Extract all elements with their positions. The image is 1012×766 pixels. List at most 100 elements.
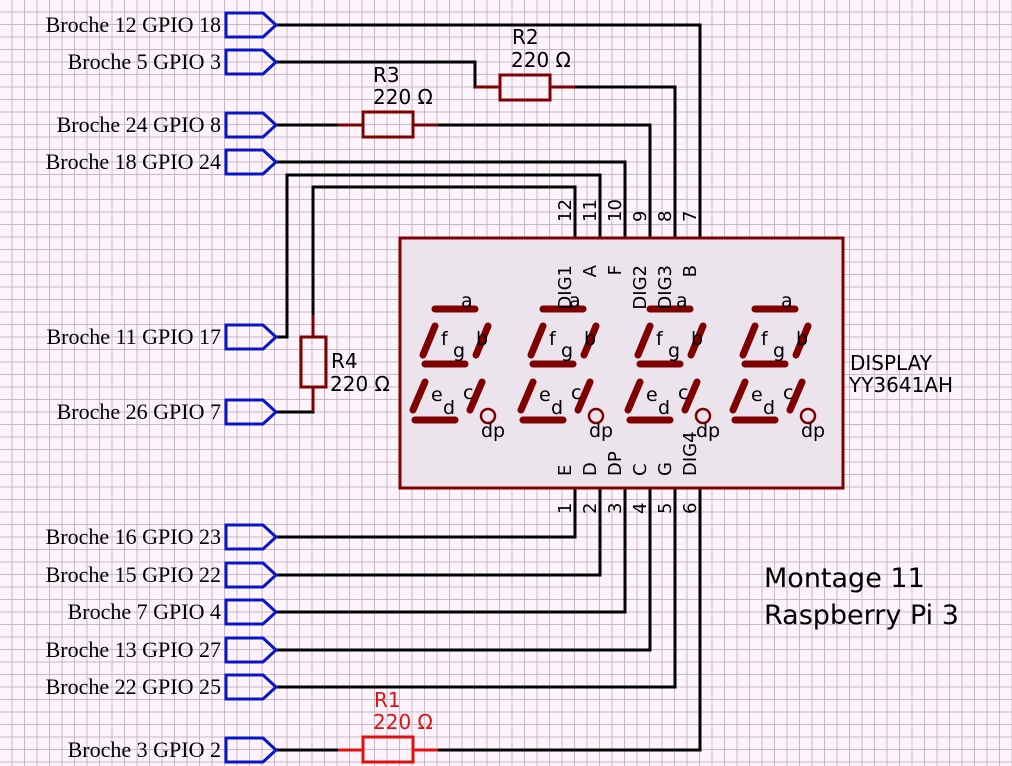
wire-gpio23-pin1 bbox=[276, 488, 577, 539]
wire-r4-pin12 bbox=[311, 185, 577, 336]
top-pin-number: 7 bbox=[680, 211, 701, 222]
gpio-ports: Broche 12 GPIO 18 Broche 5 GPIO 3 Broche 2… bbox=[46, 11, 279, 764]
top-pin-number: 11 bbox=[580, 199, 601, 222]
port-label: Broche 5 GPIO 3 bbox=[68, 49, 221, 74]
top-pin-name: DIG1 bbox=[555, 265, 576, 310]
segment-label-d: d bbox=[551, 397, 563, 419]
segment-c bbox=[786, 378, 806, 414]
segment-label-d: d bbox=[658, 397, 670, 419]
resistor-r3[interactable] bbox=[338, 110, 438, 139]
title-line-2: Raspberry Pi 3 bbox=[764, 600, 959, 631]
segment-e bbox=[409, 378, 429, 414]
segment-label-c: c bbox=[678, 382, 688, 404]
wire-gpio24-pin10 bbox=[276, 160, 627, 238]
segment-label-b: b bbox=[584, 328, 596, 350]
port-connector-icon bbox=[224, 111, 279, 139]
segment-f bbox=[527, 322, 547, 359]
segment-label-a: a bbox=[569, 290, 581, 312]
segment-label-a: a bbox=[781, 290, 793, 312]
bottom-pin-name: G bbox=[655, 462, 676, 476]
port-connector-icon bbox=[224, 598, 279, 626]
gpio-port-p1[interactable]: Broche 12 GPIO 18 bbox=[46, 11, 279, 39]
bottom-pin-number: 3 bbox=[605, 503, 626, 514]
port-connector-icon bbox=[224, 736, 279, 764]
segment-label-dp: dp bbox=[696, 420, 720, 442]
segment-f bbox=[419, 322, 439, 359]
gpio-port-p9[interactable]: Broche 7 GPIO 4 bbox=[68, 598, 279, 626]
segment-label-f: f bbox=[761, 328, 769, 350]
segment-label-a: a bbox=[461, 290, 473, 312]
wire-r3-pin9 bbox=[436, 123, 652, 238]
segment-f bbox=[634, 322, 654, 359]
segment-b bbox=[472, 322, 492, 359]
segment-label-e: e bbox=[431, 384, 443, 406]
segment-label-e: e bbox=[751, 384, 763, 406]
wire-gpio18-pin7 bbox=[276, 23, 702, 238]
gpio-port-p7[interactable]: Broche 16 GPIO 23 bbox=[46, 523, 279, 551]
gpio-port-p3[interactable]: Broche 24 GPIO 8 bbox=[57, 111, 279, 139]
resistor-r2[interactable] bbox=[475, 73, 575, 102]
segment-label-g: g bbox=[668, 340, 680, 362]
r2-name: R2 bbox=[512, 25, 539, 49]
bottom-pin-name: DP bbox=[605, 451, 626, 476]
segment-c bbox=[574, 378, 594, 414]
gpio-port-p8[interactable]: Broche 15 GPIO 22 bbox=[46, 561, 279, 589]
port-connector-icon bbox=[224, 523, 279, 551]
wire-gpio25-pin5 bbox=[276, 488, 677, 689]
display-part-number: YY3641AH bbox=[848, 373, 953, 397]
segment-label-c: c bbox=[463, 382, 473, 404]
port-label: Broche 16 GPIO 23 bbox=[46, 524, 221, 549]
segment-label-b: b bbox=[796, 328, 808, 350]
segment-dp bbox=[479, 407, 497, 425]
gpio-port-p6[interactable]: Broche 26 GPIO 7 bbox=[57, 398, 279, 426]
segment-label-g: g bbox=[561, 340, 573, 362]
gpio-port-p5[interactable]: Broche 11 GPIO 17 bbox=[46, 323, 279, 351]
wire-r1-pin6 bbox=[436, 488, 702, 752]
port-connector-icon bbox=[224, 561, 279, 589]
port-connector-icon bbox=[224, 323, 279, 351]
port-connector-icon bbox=[224, 398, 279, 426]
gpio-port-p10[interactable]: Broche 13 GPIO 27 bbox=[46, 636, 279, 664]
r1-value: 220 Ω bbox=[373, 710, 433, 734]
bottom-pin-number: 1 bbox=[555, 503, 576, 514]
port-label: Broche 12 GPIO 18 bbox=[46, 12, 221, 37]
port-label: Broche 3 GPIO 2 bbox=[68, 737, 221, 762]
segment-dp bbox=[694, 407, 712, 425]
top-pin-name: A bbox=[580, 264, 601, 277]
segment-label-c: c bbox=[571, 382, 581, 404]
gpio-port-p12[interactable]: Broche 3 GPIO 2 bbox=[68, 736, 279, 764]
segment-label-e: e bbox=[539, 384, 551, 406]
gpio-port-p11[interactable]: Broche 22 GPIO 25 bbox=[46, 673, 279, 701]
gpio-port-p4[interactable]: Broche 18 GPIO 24 bbox=[46, 148, 279, 176]
r1-name: R1 bbox=[374, 688, 401, 712]
resistor-r4[interactable] bbox=[299, 315, 328, 412]
segment-e bbox=[729, 378, 749, 414]
top-pin-number: 9 bbox=[630, 211, 651, 222]
top-pin-name: DIG2 bbox=[630, 265, 651, 310]
port-connector-icon bbox=[224, 11, 279, 39]
segment-e bbox=[517, 378, 537, 414]
top-pin-number: 10 bbox=[605, 199, 626, 222]
segment-label-c: c bbox=[783, 382, 793, 404]
segment-label-f: f bbox=[549, 328, 557, 350]
segment-label-dp: dp bbox=[481, 420, 505, 442]
segment-b bbox=[792, 322, 812, 359]
segment-label-dp: dp bbox=[589, 420, 613, 442]
bottom-pin-name: E bbox=[555, 465, 576, 476]
segment-b bbox=[687, 322, 707, 359]
segment-e bbox=[624, 378, 644, 414]
port-label: Broche 26 GPIO 7 bbox=[57, 399, 221, 424]
wire-gpio7-r4 bbox=[276, 388, 315, 414]
resistor-r1[interactable] bbox=[338, 735, 438, 764]
bottom-pin-number: 6 bbox=[680, 503, 701, 514]
display-name: DISPLAY bbox=[850, 351, 933, 375]
r3-name: R3 bbox=[373, 63, 400, 87]
port-connector-icon bbox=[224, 636, 279, 664]
gpio-port-p2[interactable]: Broche 5 GPIO 3 bbox=[68, 48, 279, 76]
port-label: Broche 11 GPIO 17 bbox=[46, 324, 221, 349]
top-pin-number: 12 bbox=[555, 199, 576, 222]
